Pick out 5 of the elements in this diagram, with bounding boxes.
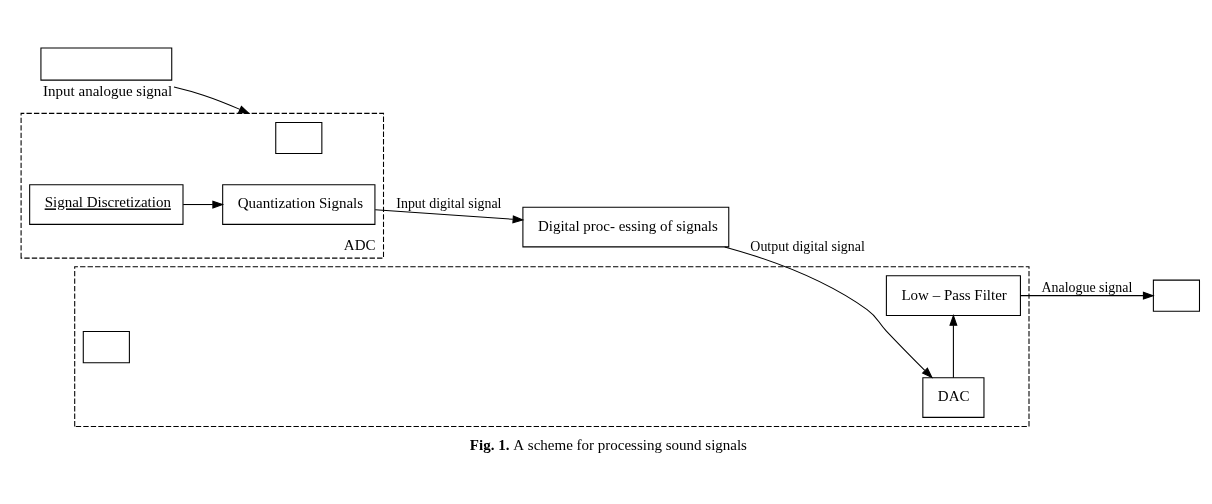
caption: Fig. 1. A scheme for processing sound signals — [469, 436, 747, 453]
edge-label: Input digital signal — [396, 195, 502, 211]
node-label: Input analogue signal — [43, 82, 173, 99]
edge-label: Output digital signal — [750, 238, 865, 254]
edge-label: Analogue signal — [1041, 279, 1133, 295]
